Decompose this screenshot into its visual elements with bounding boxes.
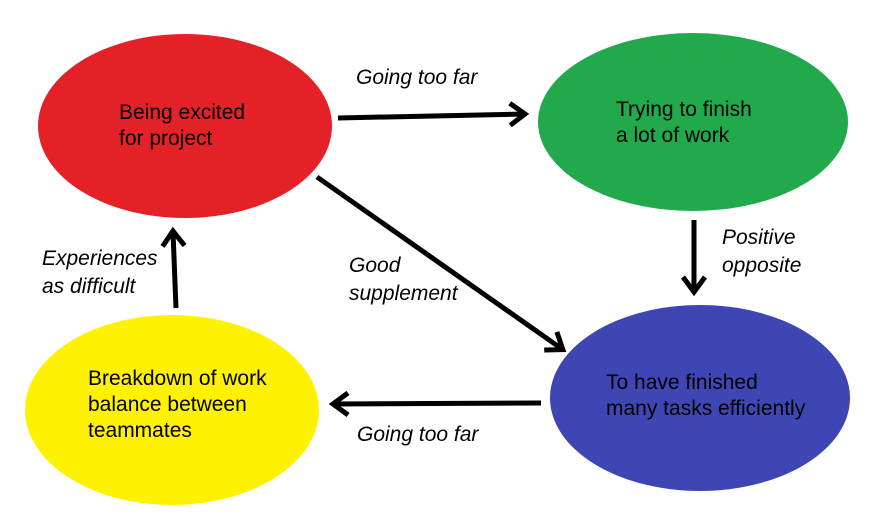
edge-label-positive-opposite: Positive opposite bbox=[722, 226, 802, 277]
node-ellipse-breakdown bbox=[25, 315, 319, 505]
node-label-being-excited: Being excited for project bbox=[119, 101, 246, 150]
node-label-trying-finish: Trying to finish a lot of work bbox=[616, 98, 752, 147]
edge-label-good-supplement: Good supplement bbox=[349, 254, 458, 305]
edge-arrow-tasks-to-breakdown bbox=[328, 390, 542, 417]
edge-label-experiences-as-difficult: Experiences as difficult bbox=[42, 247, 158, 298]
node-ellipse-trying-finish bbox=[538, 33, 848, 211]
node-label-breakdown: Breakdown of work balance between teamma… bbox=[88, 367, 267, 442]
edge-label-going-too-far-bottom: Going too far bbox=[357, 423, 479, 446]
node-ellipse-finished-tasks bbox=[550, 305, 850, 491]
node-label-finished-tasks: To have finished many tasks efficiently bbox=[606, 371, 806, 420]
edge-arrow-excited-to-finish bbox=[337, 101, 530, 128]
edge-label-going-too-far-top: Going too far bbox=[356, 66, 478, 89]
node-ellipse-being-excited bbox=[38, 34, 332, 218]
edge-arrow-breakdown-to-excited bbox=[160, 226, 187, 309]
edge-arrow-excited-to-tasks bbox=[315, 174, 567, 353]
